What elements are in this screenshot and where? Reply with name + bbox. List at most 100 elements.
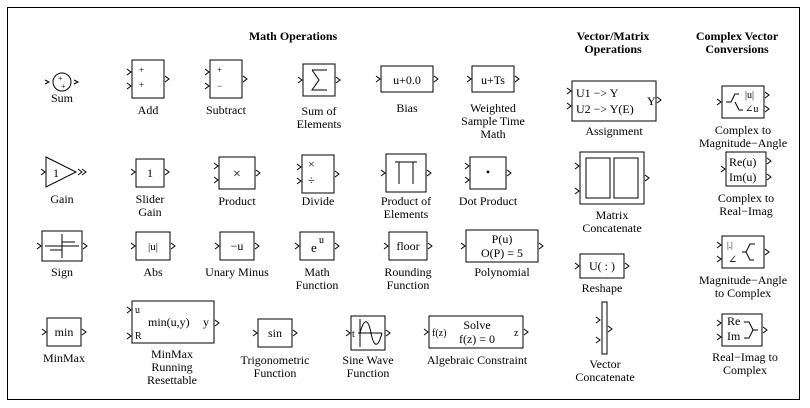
gain-block[interactable]: [40, 156, 87, 188]
rounding-text: floor: [396, 239, 419, 253]
bias-block[interactable]: [375, 65, 439, 93]
polynomial-line-2: O(P) = 5: [481, 246, 523, 260]
assignment-line-1: U1 −> Y: [576, 86, 619, 100]
polynomial-line-1: P(u): [492, 232, 513, 246]
unary-minus-text: −u: [231, 239, 244, 253]
minmax-block[interactable]: [41, 317, 87, 347]
bias-text: u+0.0: [393, 73, 421, 87]
add-sign-1: +: [139, 65, 144, 75]
sign-label: Sign: [50, 265, 73, 279]
mmrr-in-u: u: [135, 305, 140, 316]
cma-out-1: |u|: [745, 90, 754, 101]
alg-line-2: f(z) = 0: [459, 332, 495, 346]
alg-line-1: Solve: [463, 318, 490, 332]
complex-to-real-imag-block[interactable]: [720, 151, 772, 187]
dot-product-label: Dot Product: [458, 194, 518, 208]
ric-in-2: Im: [727, 329, 741, 343]
unary-minus-block[interactable]: [214, 231, 260, 261]
assignment-label: Assignment: [585, 124, 643, 138]
matrix-concatenate-block[interactable]: [574, 151, 650, 205]
minmax-label: MinMax: [43, 351, 85, 365]
divide-label: Divide: [301, 194, 335, 208]
svg-text:+: +: [58, 74, 63, 83]
minmax-running-resettable-block[interactable]: [126, 300, 220, 344]
cri-out-2: Im(u): [729, 170, 756, 184]
cri-out-1: Re(u): [729, 155, 756, 169]
sine-in: t: [352, 329, 355, 340]
product-label: Product: [218, 194, 256, 208]
subtract-sign-2: −: [217, 81, 222, 91]
sum-of-elements-block[interactable]: [297, 63, 341, 97]
subtract-sign-1: +: [217, 65, 222, 75]
assignment-line-2: U2 −> Y(E): [576, 102, 634, 116]
cma-out-2: ∠u: [745, 104, 758, 115]
divide-sign-2: ÷: [308, 173, 315, 187]
sum-label: Sum: [50, 91, 73, 105]
alg-out: z: [514, 328, 519, 339]
sine-wave-function-block[interactable]: [345, 315, 391, 351]
product-text: ×: [233, 167, 241, 182]
add-block[interactable]: [126, 59, 170, 99]
abs-block[interactable]: [130, 231, 176, 261]
weighted-sample-time-math-block[interactable]: [466, 65, 520, 93]
assignment-block[interactable]: [566, 80, 662, 122]
heading-math-operations: Math Operations: [248, 29, 338, 43]
complex-to-magnitude-angle-block[interactable]: [716, 85, 770, 119]
reshape-label: Reshape: [581, 281, 623, 295]
product-of-elements-block[interactable]: [380, 153, 432, 193]
abs-text: |u|: [148, 241, 158, 253]
mmrr-out: y: [203, 315, 209, 329]
divide-block[interactable]: [296, 154, 340, 194]
wstm-text: u+Ts: [481, 73, 505, 87]
rounding-function-block[interactable]: [383, 231, 433, 261]
sum-block[interactable]: + +: [44, 72, 80, 92]
reshape-text: U( : ): [589, 259, 615, 273]
alg-in: f(z): [432, 328, 446, 339]
real-imag-to-complex-block[interactable]: [716, 313, 768, 347]
ric-in-1: Re: [727, 314, 740, 328]
trigonometric-function-block[interactable]: [252, 318, 298, 348]
vector-concatenate-block[interactable]: [595, 301, 613, 355]
mmrr-in-r: R: [135, 331, 142, 342]
magnitude-angle-to-complex-block[interactable]: [716, 235, 770, 269]
algebraic-constraint-block[interactable]: [423, 315, 529, 349]
subtract-label: Subtract: [206, 103, 246, 117]
product-block[interactable]: [213, 156, 261, 190]
subtract-block[interactable]: [204, 59, 248, 99]
gain-label: Gain: [50, 192, 74, 206]
mac-in-1: |.|: [727, 240, 733, 250]
add-label: Add: [137, 103, 159, 117]
slider-gain-text: 1: [147, 166, 153, 180]
math-function-base: e: [311, 240, 317, 255]
unary-minus-label: Unary Minus: [205, 265, 269, 279]
dot-product-block[interactable]: [464, 156, 512, 190]
svg-text:+: +: [61, 82, 66, 91]
mmrr-text: min(u,y): [148, 315, 190, 329]
polynomial-block[interactable]: [460, 229, 544, 263]
bias-label: Bias: [396, 101, 418, 115]
algebraic-constraint-label: Algebraic Constraint: [426, 353, 528, 367]
math-function-block[interactable]: [294, 231, 340, 261]
library-frame: [7, 7, 800, 400]
slider-gain-block[interactable]: [130, 158, 170, 188]
add-sign-2: +: [139, 80, 144, 90]
reshape-block[interactable]: [574, 253, 630, 279]
mac-in-2: ∠: [728, 254, 737, 266]
sign-block[interactable]: [36, 230, 88, 262]
